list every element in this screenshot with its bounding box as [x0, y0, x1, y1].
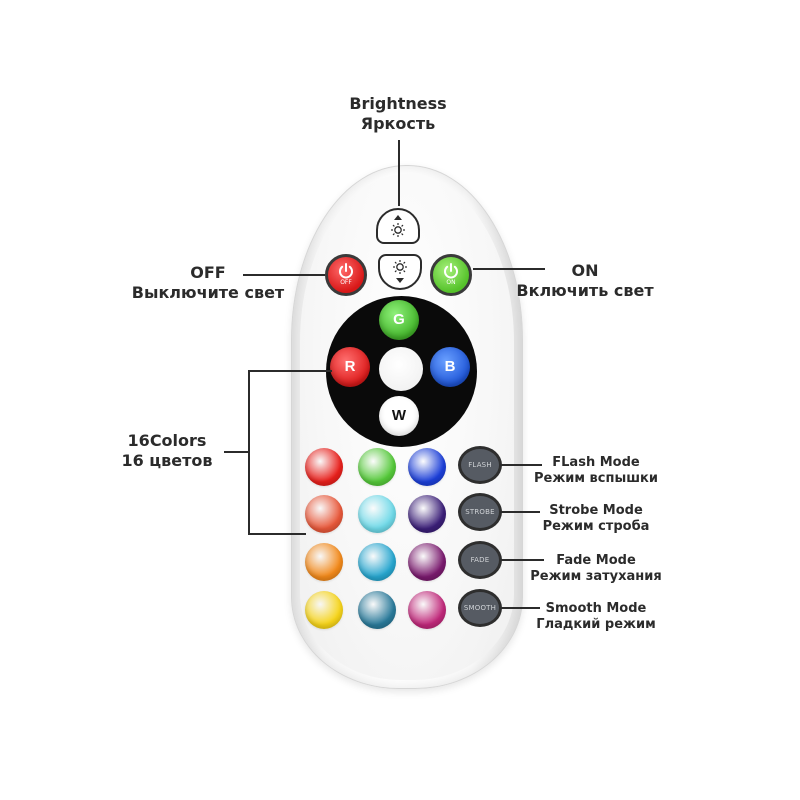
color-button-r2-c2[interactable]	[358, 495, 396, 533]
off-label-en: OFF	[190, 263, 226, 282]
brightness-label-ru: Яркость	[360, 114, 436, 133]
flash-leader-line	[500, 464, 542, 466]
fade-leader-line	[500, 559, 544, 561]
flash-annotation: FLash Mode Режим вспышки	[524, 455, 668, 488]
fade-label-ru: Режим затухания	[530, 569, 662, 585]
off-annotation: OFF Выключите свет	[110, 263, 306, 303]
off-label-ru: Выключите свет	[131, 283, 285, 302]
colors-bracket-vertical	[248, 370, 250, 535]
strobe-leader-line	[500, 511, 540, 513]
color-button-r4-c1[interactable]	[305, 591, 343, 629]
fade-mode-button[interactable]: FADE	[458, 541, 502, 579]
flash-label-ru: Режим вспышки	[534, 471, 658, 487]
colors-leader-line	[224, 451, 249, 453]
power-off-tag: OFF	[340, 279, 352, 286]
brightness-label-en: Brightness	[349, 94, 447, 113]
on-leader-line	[473, 268, 545, 270]
power-on-button[interactable]: ON	[430, 254, 472, 296]
colors-bracket-top	[248, 370, 332, 372]
smooth-annotation: Smooth Mode Гладкий режим	[524, 601, 668, 634]
color-button-r4-c3[interactable]	[408, 591, 446, 629]
brightness-leader-line	[398, 140, 400, 206]
smooth-label-en: Smooth Mode	[545, 601, 647, 616]
color-button-r1-c1[interactable]	[305, 448, 343, 486]
power-icon	[444, 263, 458, 279]
red-button[interactable]: R	[330, 347, 370, 387]
blue-button[interactable]: B	[430, 347, 470, 387]
colors-annotation: 16Colors 16 цветов	[104, 431, 230, 471]
smooth-mode-button[interactable]: SMOOTH	[458, 589, 502, 627]
fade-label-en: Fade Mode	[556, 553, 636, 568]
strobe-annotation: Strobe Mode Режим строба	[524, 503, 668, 536]
color-button-r4-c2[interactable]	[358, 591, 396, 629]
strobe-mode-button[interactable]: STROBE	[458, 493, 502, 531]
power-off-button[interactable]: OFF	[325, 254, 367, 296]
strobe-label-en: Strobe Mode	[549, 503, 643, 518]
power-on-tag: ON	[446, 279, 456, 286]
colors-label-en: 16Colors	[127, 431, 207, 450]
on-label-en: ON	[571, 261, 599, 280]
color-button-r3-c2[interactable]	[358, 543, 396, 581]
color-button-r3-c3[interactable]	[408, 543, 446, 581]
green-button[interactable]: G	[379, 300, 419, 340]
colors-bracket-bottom	[248, 533, 306, 535]
on-annotation: ON Включить свет	[492, 261, 678, 301]
brightness-down-button[interactable]	[378, 254, 422, 290]
color-button-r2-c1[interactable]	[305, 495, 343, 533]
brightness-up-button[interactable]	[376, 208, 420, 244]
color-button-r1-c3[interactable]	[408, 448, 446, 486]
flash-label-en: FLash Mode	[552, 455, 640, 470]
center-button[interactable]	[379, 347, 423, 391]
color-button-r1-c2[interactable]	[358, 448, 396, 486]
sun-up-icon	[391, 215, 405, 237]
on-label-ru: Включить свет	[516, 281, 654, 300]
off-leader-line	[243, 274, 325, 276]
flash-mode-button[interactable]: FLASH	[458, 446, 502, 484]
colors-label-ru: 16 цветов	[121, 451, 213, 470]
color-button-r2-c3[interactable]	[408, 495, 446, 533]
sun-down-icon	[393, 260, 407, 283]
power-icon	[339, 263, 353, 279]
smooth-leader-line	[500, 607, 540, 609]
brightness-annotation: Brightness Яркость	[330, 94, 466, 134]
strobe-label-ru: Режим строба	[542, 519, 650, 535]
smooth-label-ru: Гладкий режим	[536, 617, 656, 633]
fade-annotation: Fade Mode Режим затухания	[516, 553, 676, 586]
color-button-r3-c1[interactable]	[305, 543, 343, 581]
white-button[interactable]: W	[379, 396, 419, 436]
